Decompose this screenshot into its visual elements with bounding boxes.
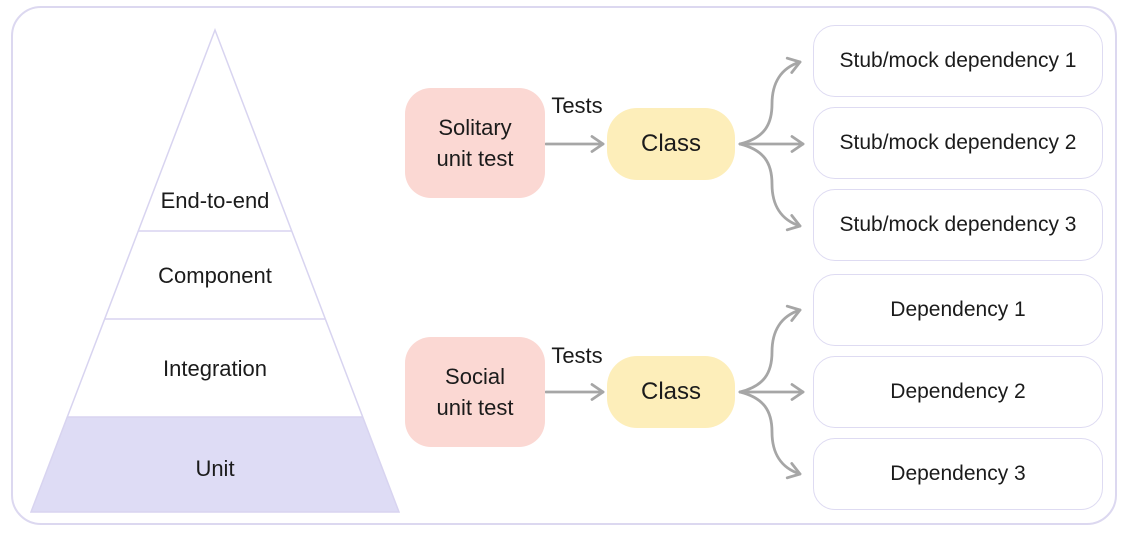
pyramid-label-integration: Integration [163,356,267,381]
fork-arrow-top [738,304,802,394]
source-box-social-unit-test: Social unit test [405,337,545,447]
dependency-box-2: Dependency 2 [813,356,1103,428]
social-flow-arrows [544,304,805,480]
fork-arrow-bottom [738,390,802,480]
class-box-solitary: Class [607,108,735,180]
pyramid-label-end-to-end: End-to-end [160,188,270,213]
dependency-box-stub-mock-2: Stub/mock dependency 2 [813,107,1103,179]
fork-arrow-bottom [738,142,802,232]
class-box-label: Class [640,130,701,157]
source-box-solitary-unit-test: Solitary unit test [405,88,545,198]
dependency-label: Stub/mock dependency 1 [839,49,1077,72]
dependency-box-3: Dependency 3 [813,438,1103,510]
fork-arrow-top [738,56,802,146]
pyramid-outline [29,27,401,513]
class-box-social: Class [607,356,735,428]
tests-arrow-label: Tests [551,93,603,118]
dependency-box-1: Dependency 1 [813,274,1103,346]
pyramid-unit-highlight [31,417,399,512]
test-pyramid-shape [29,27,401,513]
dependency-label: Dependency 3 [890,462,1026,485]
source-box-label-line: unit test [436,146,514,171]
dependency-label: Stub/mock dependency 2 [839,131,1077,154]
source-box-label-line: unit test [436,395,514,420]
solitary-flow-arrows [544,56,805,232]
dependency-label: Dependency 1 [890,298,1026,321]
pyramid-label-unit: Unit [195,456,235,481]
class-box-label: Class [640,378,701,405]
pyramid-label-component: Component [158,263,272,288]
tests-arrow-label: Tests [551,343,603,368]
dependency-box-stub-mock-1: Stub/mock dependency 1 [813,25,1103,97]
source-box-label-line: Social [445,364,505,389]
dependency-label: Stub/mock dependency 3 [839,213,1077,236]
dependency-box-stub-mock-3: Stub/mock dependency 3 [813,189,1103,261]
dependency-label: Dependency 2 [890,380,1026,403]
source-box-label-line: Solitary [438,115,512,140]
